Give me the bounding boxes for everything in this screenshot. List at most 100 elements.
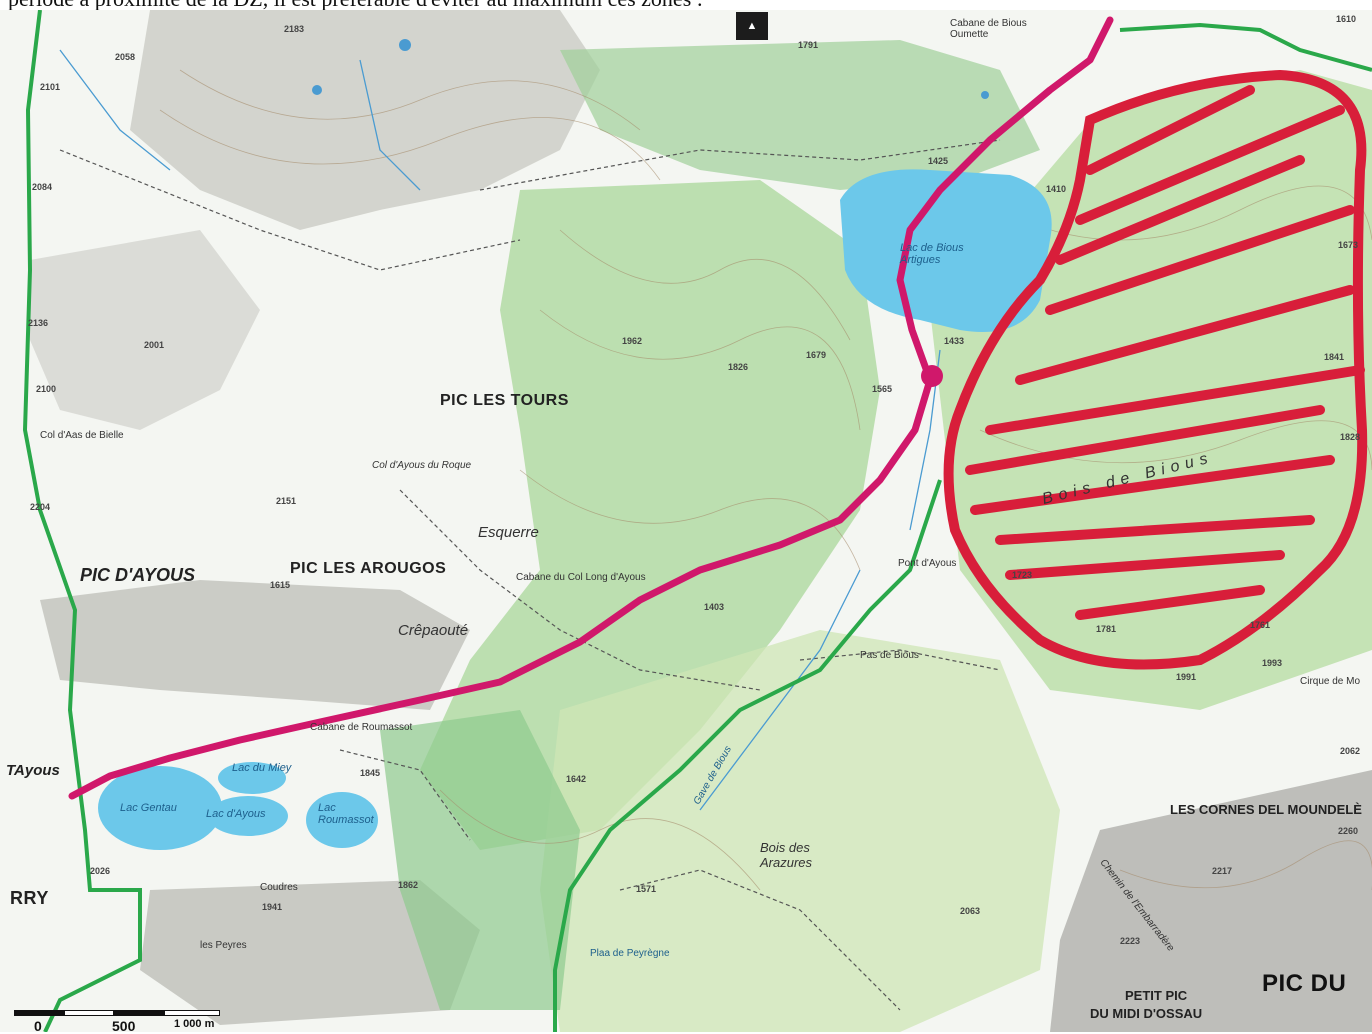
hiking-trails (59, 139, 1001, 1011)
label-cornes: LES CORNES DEL MOUNDELÈ (1170, 802, 1362, 817)
label-lac-roumassot: Lac Roumassot (318, 802, 374, 826)
label-cabane-bious: Cabane de Bious Oumette (950, 18, 1027, 40)
altitude-label: 1433 (944, 336, 965, 346)
park-border-south (553, 479, 942, 1032)
forest-south (540, 630, 1060, 1032)
altitude-label: 2204 (30, 502, 51, 512)
label-lac-ayous: Lac d'Ayous (206, 808, 266, 820)
scale-segment-dark (14, 1010, 64, 1016)
label-pic-les-tours: PIC LES TOURS (440, 392, 569, 409)
label-bois-arazures: Bois des Arazures (760, 840, 813, 870)
altitude-label: 2001 (144, 340, 165, 350)
altitude-label: 1565 (872, 384, 893, 394)
lake-roumassot (306, 792, 378, 848)
altitude-label: 2136 (28, 318, 49, 328)
altitude-label: 1425 (928, 156, 949, 166)
scale-bar: 0 500 1 000 m (14, 1004, 224, 1034)
altitude-label: 1403 (704, 602, 725, 612)
pond-2 (399, 39, 411, 51)
scale-segment-light (164, 1010, 220, 1016)
label-esquerre: Esquerre (478, 524, 539, 541)
altitude-label: 1679 (806, 350, 827, 360)
altitude-label: 1673 (1338, 240, 1359, 250)
scale-segment-light (64, 1010, 114, 1016)
label-pic-les-arougos: PIC LES AROUGOS (290, 560, 447, 577)
altitude-label: 2026 (90, 866, 111, 876)
label-pic-du: PIC DU (1262, 970, 1347, 997)
lake-miey (218, 762, 286, 794)
altitude-label: 1862 (398, 880, 419, 890)
label-peyres: les Peyres (200, 940, 247, 951)
altitude-label: 2151 (276, 496, 297, 506)
altitude-label: 1761 (1250, 620, 1271, 630)
altitude-label: 1571 (636, 884, 657, 894)
label-coudres: Coudres (260, 882, 298, 893)
park-border-west (22, 10, 142, 1032)
altitude-label: 2058 (115, 52, 136, 62)
altitude-label: 1642 (566, 774, 587, 784)
rock-area-south (140, 880, 480, 1025)
altitude-label: 1941 (262, 902, 283, 912)
pond-1 (312, 85, 322, 95)
altitude-label: 1781 (1096, 624, 1117, 634)
altitude-label: 2217 (1212, 866, 1233, 876)
pond-3 (981, 91, 989, 99)
altitude-label: 1615 (270, 580, 291, 590)
altitude-label: 1610 (1336, 14, 1357, 24)
label-col-ayous-roque: Col d'Ayous du Roque (372, 460, 472, 471)
label-crepaoute: Crêpaouté (398, 622, 469, 639)
scale-label: 0 (34, 1018, 42, 1034)
altitude-label: 1845 (360, 768, 381, 778)
altitude-label: 2100 (36, 384, 57, 394)
label-petit-pic: PETIT PIC (1125, 988, 1188, 1003)
altitude-label: 1410 (1046, 184, 1067, 194)
altitude-label: 2223 (1120, 936, 1141, 946)
altitude-label: 2183 (284, 24, 305, 34)
altitude-label: 2101 (40, 82, 61, 92)
altitude-label: 1791 (798, 40, 819, 50)
label-cabane-collong: Cabane du Col Long d'Ayous (516, 572, 646, 583)
altitude-label: 1826 (728, 362, 749, 372)
label-cirque: Cirque de Mo (1300, 676, 1361, 687)
label-col-aas: Col d'Aas de Bielle (40, 430, 124, 441)
altitude-label: 2084 (32, 182, 53, 192)
park-border-east (1119, 22, 1372, 72)
forest-north (560, 40, 1040, 190)
rock-area-arougos (40, 580, 470, 710)
caption-text: période à proximité de la DZ, il est pré… (8, 0, 703, 12)
flight-route-line (68, 16, 1114, 800)
scale-label: 500 (112, 1018, 136, 1034)
topographic-map[interactable] (0, 10, 1372, 1032)
altitude-label: 1841 (1324, 352, 1345, 362)
contour-lines (159, 69, 1372, 891)
lake-gentau (98, 766, 222, 850)
label-plaa: Plaa de Peyrègne (590, 948, 670, 959)
label-cabane-roumassot: Cabane de Roumassot (310, 722, 413, 733)
altitude-label: 2260 (1338, 826, 1359, 836)
route-waypoint (921, 365, 943, 387)
north-arrow-button[interactable]: ▲ (736, 12, 768, 40)
altitude-label: 1723 (1012, 570, 1033, 580)
label-pont-ayous: Pont d'Ayous (898, 558, 957, 569)
altitude-label: 1962 (622, 336, 643, 346)
label-pic-ayous: PIC D'AYOUS (80, 565, 195, 585)
rock-area-west (30, 230, 260, 430)
altitude-label: 1993 (1262, 658, 1283, 668)
altitude-label: 1828 (1340, 432, 1361, 442)
forest-central (420, 180, 880, 850)
lake-bious-artigues (840, 169, 1052, 332)
label-pas-bious: Pas de Bious (860, 650, 919, 661)
scale-label: 1 000 m (174, 1018, 215, 1030)
label-rry: RRY (10, 888, 49, 908)
label-tayous: TAyous (6, 762, 60, 779)
scale-segment-dark (114, 1010, 164, 1016)
altitude-label: 2063 (960, 906, 981, 916)
avoidance-zone (943, 69, 1368, 670)
altitude-label: 2062 (1340, 746, 1361, 756)
label-lac-gentau: Lac Gentau (120, 802, 177, 814)
rock-area-north (130, 10, 600, 230)
lake-ayous (208, 796, 288, 836)
label-lac-miey: Lac du Miey (232, 762, 292, 774)
altitude-label: 1991 (1176, 672, 1197, 682)
label-du-midi: DU MIDI D'OSSAU (1090, 1006, 1203, 1021)
